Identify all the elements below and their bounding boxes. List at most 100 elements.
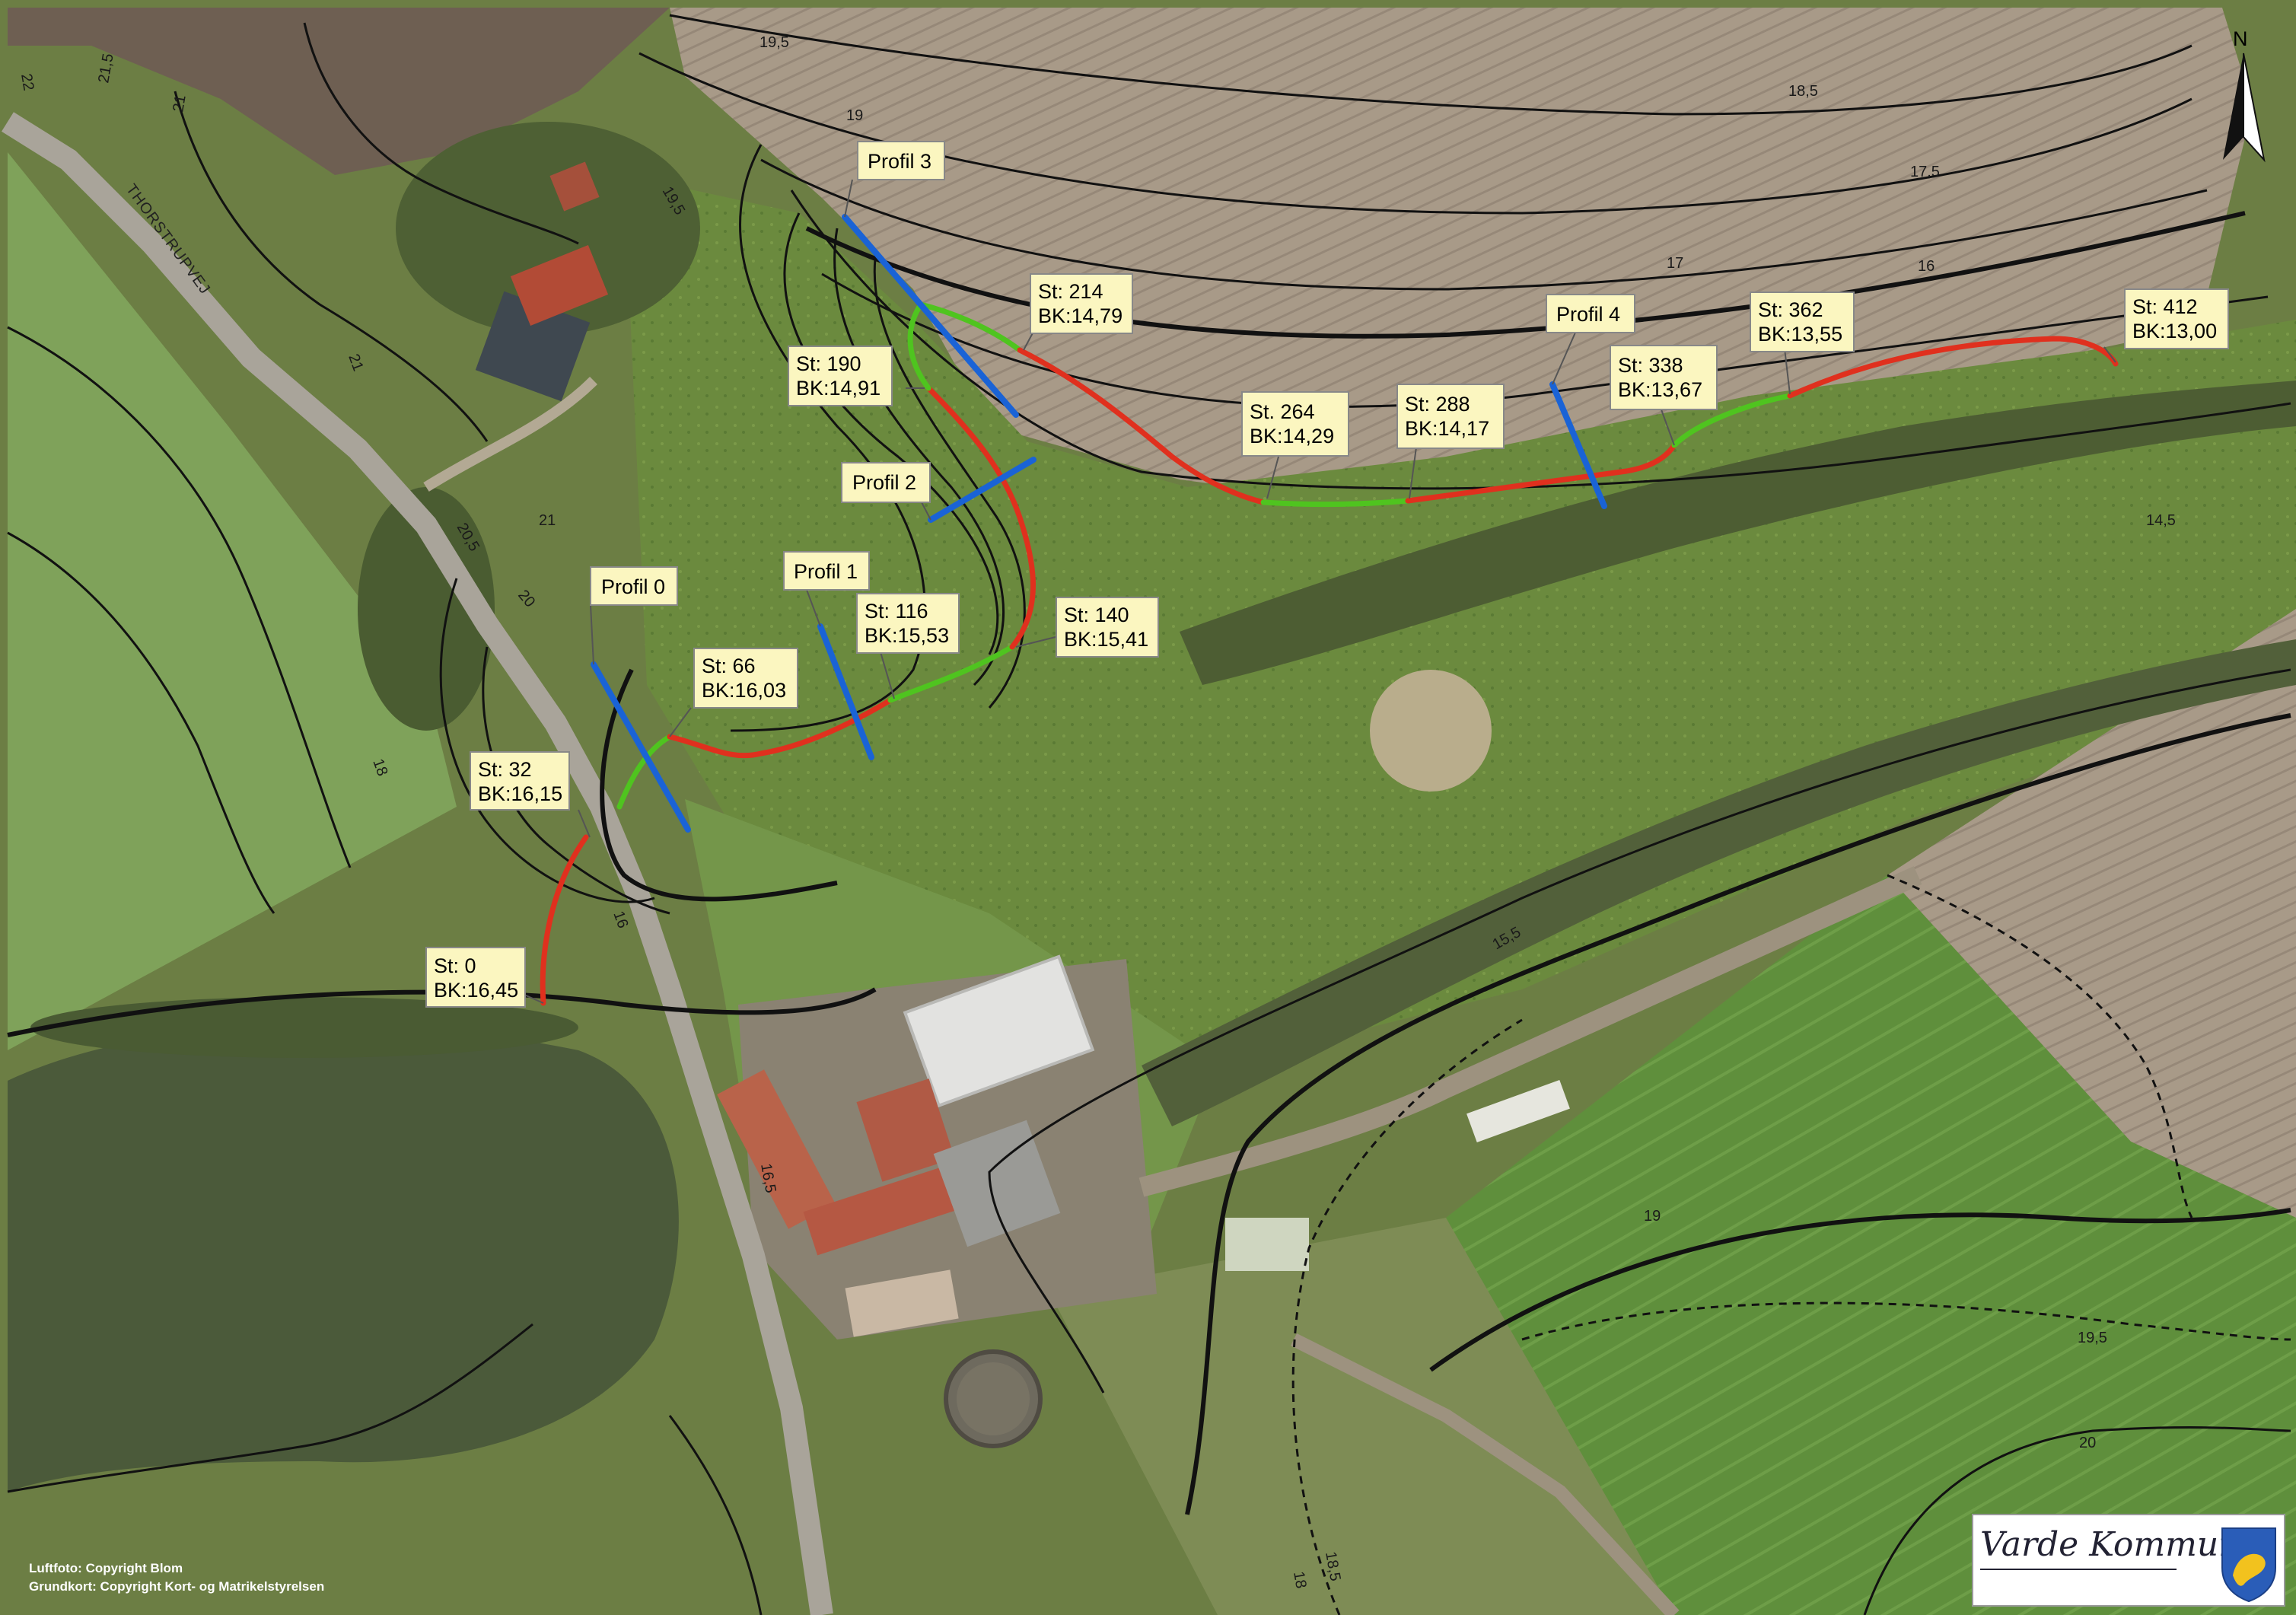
station-label: St: 32 bbox=[478, 758, 532, 781]
contour-line bbox=[833, 228, 1005, 686]
leader-st-66 bbox=[669, 707, 692, 737]
station-label: St: 190 bbox=[796, 352, 861, 375]
contour-label: 19 bbox=[1644, 1208, 1661, 1225]
lake bbox=[8, 1024, 679, 1492]
building-white-barn bbox=[903, 954, 1095, 1108]
credit-basemap: Grundkort: Copyright Kort- og Matrikelst… bbox=[29, 1579, 324, 1594]
building-nw-house bbox=[475, 291, 591, 402]
leader-profil-3 bbox=[844, 179, 853, 218]
contour-label: 17,5 bbox=[1910, 164, 1940, 180]
station-elevation: BK:14,91 bbox=[796, 377, 881, 400]
profile-line-1 bbox=[817, 623, 874, 760]
station-elevation: BK:14,29 bbox=[1250, 425, 1334, 448]
stream-segment-restored bbox=[925, 385, 1036, 650]
station-elevation: BK:15,41 bbox=[1064, 628, 1148, 651]
leader-st-116 bbox=[878, 646, 895, 699]
station-elevation: BK:16,15 bbox=[478, 782, 562, 805]
station-elevation: BK:14,79 bbox=[1038, 304, 1123, 327]
profile-line-2 bbox=[928, 457, 1037, 523]
field-se-ploughed bbox=[1887, 609, 2296, 1218]
station-callout-264: St. 264 BK:14,29 bbox=[1241, 391, 1349, 457]
profile-line-4 bbox=[1549, 381, 1607, 509]
profile-line-3 bbox=[842, 214, 1019, 418]
contour-line bbox=[669, 14, 2193, 116]
credits: Luftfoto: Copyright Blom Grundkort: Copy… bbox=[29, 1561, 324, 1594]
stream-segment-existing bbox=[1671, 393, 1793, 448]
contour-layer bbox=[7, 14, 2291, 1615]
leader-st-362 bbox=[1784, 348, 1791, 395]
tree-belt-se bbox=[1142, 639, 2296, 1126]
profile-label: Profil 2 bbox=[852, 471, 916, 494]
station-callout-288: St: 288 BK:14,17 bbox=[1396, 384, 1505, 449]
leader-st-412 bbox=[2103, 346, 2116, 363]
road-thorstrupvej bbox=[2, 112, 833, 1615]
contour-line bbox=[805, 211, 2246, 339]
profile-label: Profil 3 bbox=[868, 150, 931, 173]
leader-profil-4 bbox=[1552, 332, 1576, 385]
contour-line bbox=[7, 326, 352, 868]
leader-st-288 bbox=[1409, 441, 1418, 499]
stream-segment-restored bbox=[540, 834, 589, 1006]
profile-label: Profil 1 bbox=[794, 560, 858, 583]
contour-line bbox=[303, 22, 579, 245]
profile-label: Profil 4 bbox=[1556, 303, 1620, 326]
contour-line bbox=[783, 212, 999, 655]
north-label: N bbox=[2233, 27, 2248, 50]
contour-line bbox=[1185, 713, 2291, 1515]
profile-callout-3: Profil 3 bbox=[857, 141, 945, 180]
station-label: St: 412 bbox=[2132, 295, 2198, 318]
contour-line bbox=[1887, 874, 2193, 1218]
station-elevation: BK:13,00 bbox=[2132, 320, 2217, 342]
tree-belt-stream bbox=[1180, 381, 2296, 685]
leader-st-32 bbox=[578, 809, 591, 838]
station-elevation: BK:13,67 bbox=[1618, 378, 1702, 401]
contour-line bbox=[174, 91, 489, 442]
trees-nw-farm bbox=[396, 122, 700, 335]
profile-callout-2: Profil 2 bbox=[841, 462, 931, 503]
trees-road bbox=[358, 487, 495, 731]
contour-label: 18 bbox=[1290, 1570, 1310, 1590]
road-south-track bbox=[1290, 1333, 1680, 1615]
station-elevation: BK:16,03 bbox=[702, 679, 786, 702]
leader-st-338 bbox=[1658, 403, 1675, 446]
bales-east bbox=[1466, 1079, 1570, 1143]
contour-line bbox=[730, 144, 926, 732]
building-nw-shed bbox=[549, 161, 600, 212]
contour-line bbox=[1521, 1301, 2291, 1341]
station-callout-0: St: 0 BK:16,45 bbox=[425, 947, 526, 1008]
contour-label: 19 bbox=[846, 107, 863, 124]
stream-course bbox=[540, 301, 2119, 1006]
stream-segment-restored bbox=[1017, 347, 1266, 505]
station-callout-140: St: 140 BK:15,41 bbox=[1056, 597, 1159, 658]
callout-leaders bbox=[494, 179, 2116, 1004]
station-label: St: 214 bbox=[1038, 280, 1103, 303]
credit-photo: Luftfoto: Copyright Blom bbox=[29, 1561, 183, 1575]
profile-line-0 bbox=[591, 661, 691, 833]
contour-label: 16 bbox=[1918, 258, 1935, 275]
profile-callout-4: Profil 4 bbox=[1546, 294, 1635, 333]
contour-line bbox=[7, 1323, 533, 1493]
building-red-house bbox=[717, 1069, 836, 1229]
contour-line bbox=[988, 668, 2291, 1394]
station-callout-412: St: 412 BK:13,00 bbox=[2124, 288, 2229, 349]
contour-line bbox=[760, 158, 2208, 291]
station-elevation: BK:13,55 bbox=[1758, 323, 1842, 346]
field-se-green bbox=[1446, 875, 2296, 1615]
station-elevation: BK:15,53 bbox=[865, 624, 949, 647]
contour-line bbox=[668, 1415, 763, 1615]
road-farm-track bbox=[1138, 866, 1922, 1197]
contour-label: 18,5 bbox=[1788, 83, 1818, 100]
building-red-long bbox=[803, 1164, 963, 1256]
contour-line bbox=[482, 646, 670, 915]
contour-label: 14,5 bbox=[2146, 512, 2176, 529]
contour-label: 21 bbox=[539, 512, 556, 529]
contour-label: 22 bbox=[18, 72, 37, 92]
station-label: St. 264 bbox=[1250, 400, 1315, 423]
field-nw-ploughed bbox=[8, 8, 670, 175]
station-callout-116: St: 116 BK:15,53 bbox=[856, 593, 960, 654]
station-callout-338: St: 338 BK:13,67 bbox=[1610, 345, 1718, 410]
profile-callout-0: Profil 0 bbox=[590, 566, 678, 606]
contour-label: 21 bbox=[170, 94, 189, 113]
bales-yard bbox=[1225, 1218, 1309, 1271]
